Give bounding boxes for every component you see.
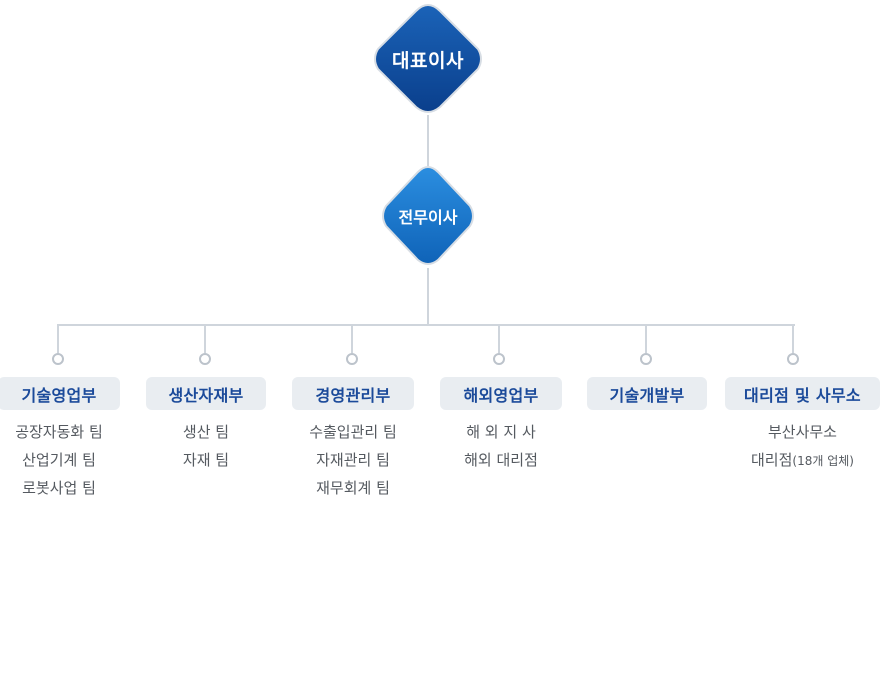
- connector-dot: [640, 353, 652, 365]
- team-note: (18개 업체): [792, 454, 854, 468]
- dept-tech-sales: 기술영업부 공장자동화 팀 산업기계 팀 로봇사업 팀: [0, 377, 120, 497]
- dept-production-materials: 생산자재부 생산 팀 자재 팀: [146, 377, 266, 469]
- connector-dot: [787, 353, 799, 365]
- dept-name: 경영관리부: [292, 377, 414, 410]
- ceo-label: 대표이사: [392, 49, 464, 72]
- dept-overseas-sales: 해외영업부 해 외 지 사 해외 대리점: [440, 377, 562, 469]
- team-list: 해 외 지 사 해외 대리점: [440, 418, 562, 474]
- connector-dot: [493, 353, 505, 365]
- team-item: 대리점(18개 업체): [725, 446, 880, 475]
- team-item: 재무회계 팀: [316, 479, 390, 497]
- dept-agencies-offices: 대리점 및 사무소 부산사무소 대리점(18개 업체): [725, 377, 880, 469]
- connector-dot: [346, 353, 358, 365]
- dept-name: 대리점 및 사무소: [725, 377, 880, 410]
- team-list: 생산 팀 자재 팀: [146, 418, 266, 474]
- dept-name: 기술개발부: [587, 377, 707, 410]
- dept-name: 해외영업부: [440, 377, 562, 410]
- managing-director-node: 전무이사: [378, 164, 478, 268]
- dept-name: 생산자재부: [146, 377, 266, 410]
- drop-line: [204, 325, 206, 353]
- team-item: 자재관리 팀: [316, 451, 390, 469]
- drop-line: [57, 325, 59, 353]
- drop-line: [645, 325, 647, 353]
- managing-director-label: 전무이사: [398, 208, 458, 227]
- team-item: 생산 팀: [182, 423, 230, 441]
- connector-dot: [199, 353, 211, 365]
- dept-name: 기술영업부: [0, 377, 120, 410]
- team-item: 수출입관리 팀: [309, 423, 397, 441]
- connector-md-branch: [427, 268, 429, 325]
- team-item: 해 외 지 사: [466, 423, 536, 441]
- drop-line: [351, 325, 353, 353]
- team-item: 자재 팀: [182, 451, 230, 469]
- drop-line: [792, 325, 794, 353]
- team-item: 부산사무소: [767, 423, 837, 441]
- connector-ceo-md: [427, 115, 429, 166]
- ceo-node: 대표이사: [370, 3, 486, 115]
- dept-management: 경영관리부 수출입관리 팀 자재관리 팀 재무회계 팀: [292, 377, 414, 497]
- team-list: 부산사무소 대리점(18개 업체): [725, 418, 880, 475]
- team-item: 해외 대리점: [464, 451, 538, 469]
- team-item: 산업기계 팀: [22, 451, 96, 469]
- team-list: 수출입관리 팀 자재관리 팀 재무회계 팀: [292, 418, 414, 502]
- drop-line: [498, 325, 500, 353]
- branch-line: [57, 324, 795, 326]
- team-list: 공장자동화 팀 산업기계 팀 로봇사업 팀: [0, 418, 120, 502]
- team-item: 공장자동화 팀: [15, 423, 103, 441]
- dept-tech-development: 기술개발부: [587, 377, 707, 410]
- team-item: 로봇사업 팀: [22, 479, 96, 497]
- connector-dot: [52, 353, 64, 365]
- team-item-label: 대리점: [751, 451, 793, 469]
